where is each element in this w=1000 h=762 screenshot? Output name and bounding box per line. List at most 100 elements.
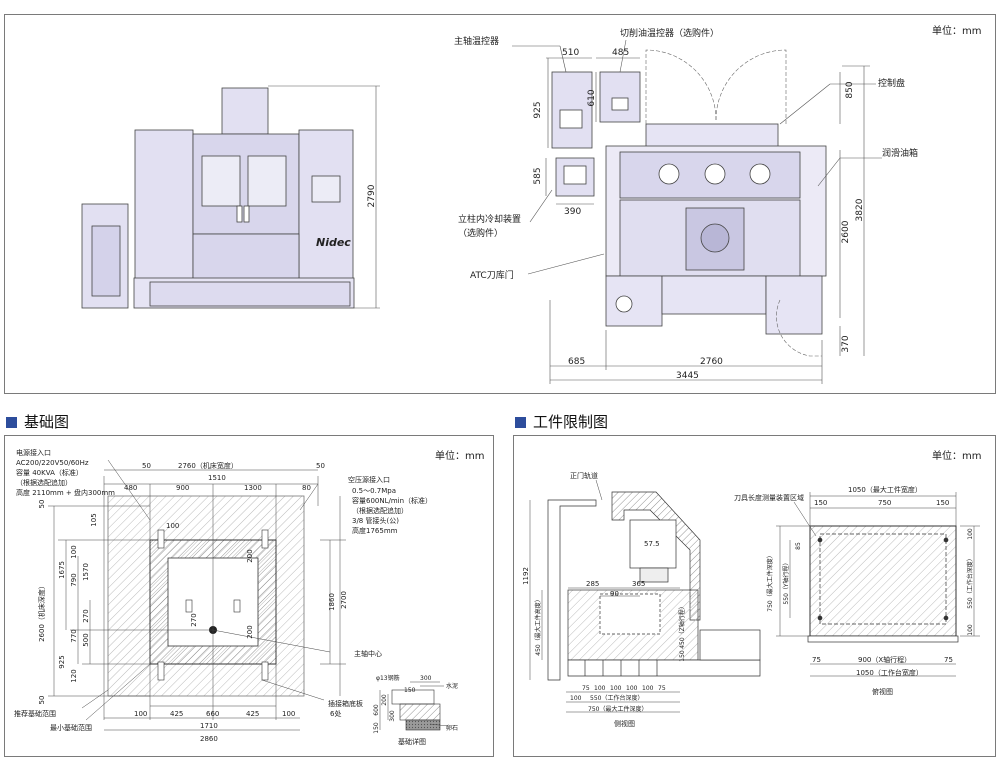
dim-3445: 3445 — [676, 371, 699, 381]
side-caption: 侧视图 — [614, 719, 635, 728]
anchor-plate — [233, 599, 241, 613]
workpiece-section-title: 工件限制图 — [515, 411, 608, 432]
max-workpiece-area — [809, 525, 957, 637]
fd-1860: 1860 — [328, 593, 336, 611]
callout-coolant-1: 立柱内冷却装置 — [458, 213, 521, 225]
callout-coolant-2: （选购件） — [458, 227, 503, 239]
side-90: 90 — [610, 590, 619, 598]
dim-685: 685 — [568, 357, 585, 367]
detail-cement: 水泥 — [446, 682, 458, 690]
plan-85: 85 — [795, 542, 802, 550]
label-anchor-plate-1: 插接箱底板 — [328, 699, 363, 708]
fd-2700: 2700 — [340, 591, 348, 609]
foundation-dim-text: 2760（机床宽度） 50 50 480 1510 900 1300 80 26… — [14, 461, 382, 743]
plan-y-stroke: 550（Y轴行程） — [782, 559, 790, 604]
door-swing-arcs — [645, 49, 822, 357]
detail-rebar: φ13钢筋 — [376, 674, 400, 682]
plan-max-depth: 750（最大工件深度） — [766, 552, 774, 611]
power-note-3: （根据选配追加） — [16, 478, 72, 487]
fd-1510: 1510 — [208, 474, 226, 482]
dim-510: 510 — [562, 48, 579, 58]
detail-gravel: 卵石 — [446, 724, 458, 732]
dim-2760: 2760 — [700, 357, 723, 367]
workpiece-title-text: 工件限制图 — [533, 413, 609, 431]
fd-1675: 1675 — [58, 561, 66, 579]
fd-1570: 1570 — [82, 563, 90, 581]
label-minimum: 最小基础范围 — [50, 723, 92, 732]
fd-425a: 425 — [170, 710, 183, 718]
dim-850: 850 — [845, 81, 855, 98]
fd-200r: 200 — [246, 625, 254, 638]
fd-120: 120 — [70, 669, 78, 682]
side-rail: 正门轨道 — [570, 471, 598, 480]
air-note-1: 0.5～0.7Mpa — [352, 487, 396, 495]
anchor-plate — [185, 599, 193, 613]
dim-2790: 2790 — [367, 184, 377, 207]
air-note-5: 高度1765mm — [352, 526, 398, 535]
power-note-1: AC200/220V50/60Hz — [16, 459, 89, 467]
dim-585: 585 — [533, 167, 543, 184]
workpiece-side-view — [547, 491, 761, 681]
dim-485: 485 — [612, 48, 629, 58]
air-note-4: 3/8 管接头(公) — [352, 516, 399, 525]
foundation-notes: 电源接入口 AC200/220V50/60Hz 容量 40KVA（标准） （根据… — [16, 448, 432, 535]
fd-200r2: 200 — [246, 549, 254, 562]
side-100: 100 — [570, 695, 582, 702]
side-max-depth: 750（最大工件深度） — [588, 705, 647, 713]
detail-600: 600 — [373, 704, 380, 716]
plan-view — [551, 71, 827, 335]
unit-label-workpiece: 单位：mm — [932, 451, 982, 462]
section-marker-icon — [6, 417, 17, 428]
fd-1710: 1710 — [200, 722, 218, 730]
label-recommended: 推荐基础范围 — [14, 709, 56, 718]
side-365: 365 — [632, 580, 645, 588]
plan-dim-text: 刀具长度测量装置区域 1050（最大工件宽度） 150 750 150 85 7… — [734, 485, 974, 696]
fd-50l: 50 — [38, 500, 46, 509]
section-marker-icon — [515, 417, 526, 428]
air-note-3: （根据选配追加） — [352, 506, 408, 515]
plan-150a: 150 — [814, 499, 827, 507]
anchor-plate — [261, 529, 269, 549]
side-b5: 75 — [658, 685, 666, 692]
power-note-2: 容量 40KVA（标准） — [16, 468, 83, 477]
anchor-plate — [261, 661, 269, 681]
fd-925: 925 — [58, 655, 66, 668]
side-285: 285 — [586, 580, 599, 588]
plan-150b: 150 — [936, 499, 949, 507]
plan-dim-lines — [776, 492, 980, 677]
foundation-plan — [107, 495, 305, 697]
air-note-0: 空压源接入口 — [348, 475, 390, 484]
plan-750: 750 — [878, 499, 891, 507]
fd-790: 790 — [70, 573, 78, 586]
label-anchor-plate-2: 6处 — [330, 709, 341, 718]
callout-control-panel: 控制盘 — [878, 77, 905, 89]
dim-2790-line — [268, 85, 380, 309]
fd-480: 480 — [124, 484, 137, 492]
air-note-2: 容量600NL/min（标准） — [352, 496, 432, 505]
callout-lube-tank: 润滑油箱 — [882, 147, 918, 159]
front-door-rail — [547, 499, 597, 681]
anchor-plate — [157, 661, 165, 681]
brand-logo: Nidec — [316, 236, 351, 249]
callout-cutting-oil-temp: 切削油温控器（选购件） — [620, 27, 719, 39]
detail-150: 150 — [404, 687, 416, 694]
side-max-height: 450（最大工件高度） — [534, 596, 542, 655]
anchor-plate — [157, 529, 165, 549]
side-1192: 1192 — [522, 567, 530, 585]
dim-3820: 3820 — [855, 198, 865, 221]
plan-100b: 100 — [967, 624, 974, 636]
dim-2600: 2600 — [841, 220, 851, 243]
detail-150b: 150 — [373, 722, 380, 734]
side-b0: 75 — [582, 685, 590, 692]
side-dim-text: 正门轨道 57.5 285 365 90 1192 450（最大工件高度） 45… — [522, 471, 686, 728]
fd-100b1: 100 — [134, 710, 147, 718]
unit-label-foundation: 单位：mm — [435, 451, 485, 462]
foundation-section-title: 基础图 — [6, 411, 69, 432]
fd-770: 770 — [70, 629, 78, 642]
fd-2760: 2760（机床宽度） — [178, 461, 238, 470]
side-b4: 100 — [642, 685, 654, 692]
fd-80: 80 — [302, 484, 311, 492]
plan-tool-area: 刀具长度测量装置区域 — [734, 493, 804, 502]
detail-300b: 300 — [389, 710, 396, 722]
